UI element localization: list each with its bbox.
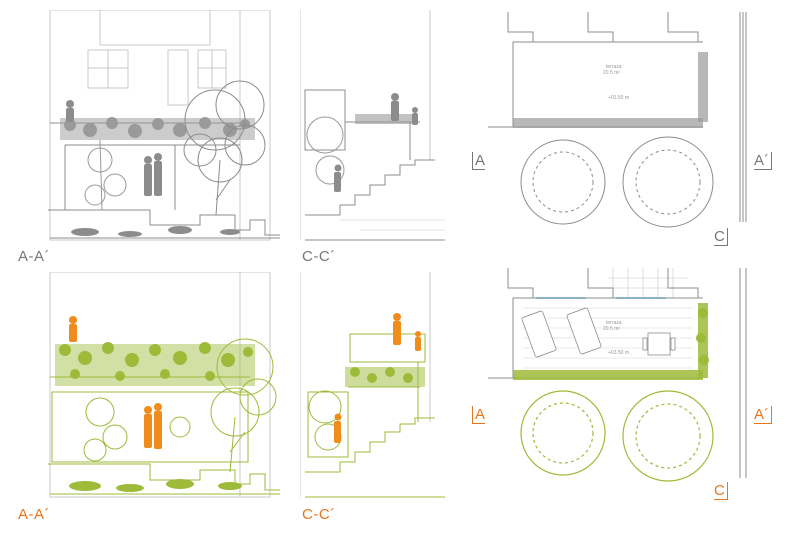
existing-cc-plant xyxy=(306,116,345,185)
existing-section-aa-drawing xyxy=(48,10,280,241)
proposed-cc-people xyxy=(334,313,421,443)
proposed-hedge xyxy=(55,342,255,386)
existing-plan-room-name: terraza xyxy=(606,64,622,70)
proposed-plan-room-name: terraza xyxy=(606,320,622,326)
proposed-plan-mark-c: C xyxy=(714,482,728,500)
proposed-plan-furniture xyxy=(521,307,676,358)
proposed-section-aa-drawing xyxy=(48,272,280,498)
existing-plan-mark-c: C xyxy=(714,228,728,246)
proposed-plan-mark-a-prime: A´ xyxy=(754,406,772,424)
existing-plan-trees xyxy=(520,136,714,228)
existing-shrubs xyxy=(71,226,240,237)
proposed-plan xyxy=(488,268,753,503)
existing-section-cc-label: C-C´ xyxy=(302,248,336,265)
proposed-section-aa-label: A-A´ xyxy=(18,506,50,523)
proposed-section-cc-drawing xyxy=(300,272,445,498)
existing-people xyxy=(66,100,162,196)
proposed-plan-drawing xyxy=(488,268,747,482)
proposed-plan-hedge xyxy=(513,303,709,380)
proposed-section-aa xyxy=(40,272,290,502)
existing-plan-drawing xyxy=(488,12,747,228)
existing-hedge xyxy=(60,117,255,140)
proposed-cc-hedge xyxy=(345,367,425,387)
existing-plan xyxy=(488,12,753,247)
existing-plan-room-area: 20.5 m² xyxy=(603,70,620,76)
proposed-tree xyxy=(83,338,277,473)
proposed-people xyxy=(69,316,162,449)
proposed-section-cc-label: C-C´ xyxy=(302,506,336,523)
proposed-plan-trees xyxy=(520,390,714,482)
existing-plan-level: +03.50 m xyxy=(608,95,629,101)
proposed-plan-room-area: 20.5 m² xyxy=(603,326,620,332)
proposed-plan-mark-a: A xyxy=(472,406,486,424)
proposed-section-cc xyxy=(300,272,450,502)
existing-section-aa-label: A-A´ xyxy=(18,248,50,265)
existing-section-cc-drawing xyxy=(300,10,445,241)
proposed-plan-level: +03.50 m xyxy=(608,350,629,356)
existing-plan-hedge xyxy=(513,52,708,128)
existing-section-aa xyxy=(40,10,290,245)
proposed-shrubs xyxy=(69,479,242,492)
existing-cc-people xyxy=(334,93,418,192)
existing-plan-mark-a-prime: A´ xyxy=(754,152,772,170)
existing-climber xyxy=(84,139,127,211)
existing-tree xyxy=(183,80,266,216)
existing-section-cc xyxy=(300,10,450,245)
existing-plan-mark-a: A xyxy=(472,152,486,170)
